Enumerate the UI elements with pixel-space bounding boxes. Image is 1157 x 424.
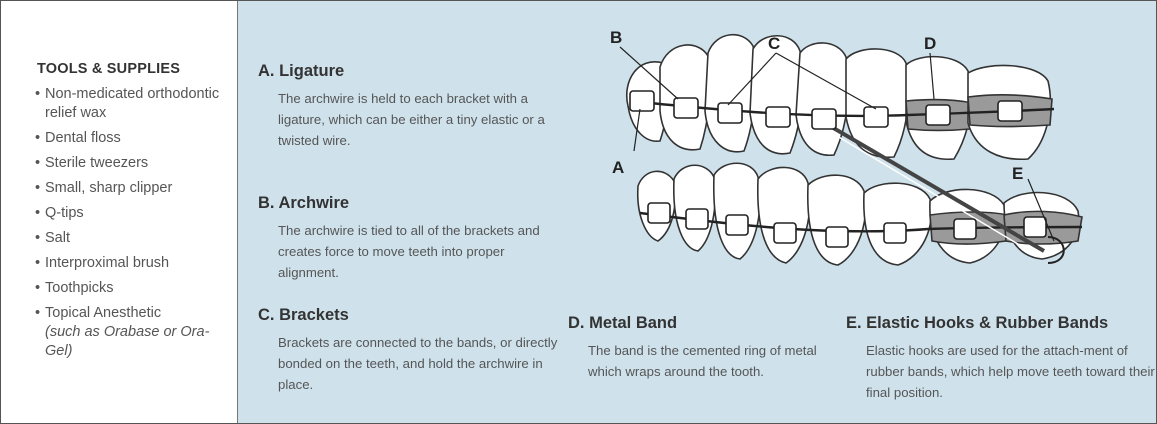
bracket <box>686 209 708 229</box>
callout-e: E <box>1012 164 1023 183</box>
bracket <box>718 103 742 123</box>
section-title: D. Metal Band <box>568 314 828 333</box>
bracket <box>812 109 836 129</box>
bullet-icon: • <box>35 229 40 248</box>
bracket <box>864 107 888 127</box>
section-brackets: C. Brackets Brackets are connected to th… <box>258 306 568 395</box>
section-body: Brackets are connected to the bands, or … <box>258 332 568 395</box>
bracket <box>926 105 950 125</box>
tools-sidebar: TOOLS & SUPPLIES •Non-medicated orthodon… <box>1 1 238 423</box>
tool-item-note: (such as Orabase or Ora-Gel) <box>45 323 225 361</box>
tool-item: •Dental floss <box>35 129 225 148</box>
bracket <box>766 107 790 127</box>
bracket <box>648 203 670 223</box>
section-ligature: A. Ligature The archwire is held to each… <box>258 62 558 151</box>
bracket <box>826 227 848 247</box>
section-archwire: B. Archwire The archwire is tied to all … <box>258 194 558 283</box>
tools-list: •Non-medicated orthodontic relief wax •D… <box>35 85 225 367</box>
upper-tooth <box>705 35 756 152</box>
tool-item: •Q-tips <box>35 204 225 223</box>
bracket <box>630 91 654 111</box>
lower-tooth <box>808 175 866 265</box>
lower-tooth <box>674 165 715 251</box>
section-title: C. Brackets <box>258 306 568 325</box>
tool-item: •Non-medicated orthodontic relief wax <box>35 85 225 123</box>
tools-title: TOOLS & SUPPLIES <box>37 61 180 77</box>
callout-c: C <box>768 34 780 53</box>
tool-item: •Topical Anesthetic(such as Orabase or O… <box>35 304 225 361</box>
braces-illustration: B C D A E <box>608 1 1156 301</box>
lower-tooth <box>714 163 760 259</box>
bullet-icon: • <box>35 279 40 298</box>
bracket <box>954 219 976 239</box>
bullet-icon: • <box>35 254 40 273</box>
bullet-icon: • <box>35 204 40 223</box>
bullet-icon: • <box>35 304 40 323</box>
tool-item: •Sterile tweezers <box>35 154 225 173</box>
section-body: Elastic hooks are used for the attach-me… <box>846 340 1156 403</box>
bullet-icon: • <box>35 85 40 104</box>
tool-item: •Toothpicks <box>35 279 225 298</box>
bracket <box>674 98 698 118</box>
section-elastic-hooks: E. Elastic Hooks & Rubber Bands Elastic … <box>846 314 1156 403</box>
section-title: E. Elastic Hooks & Rubber Bands <box>846 314 1156 333</box>
bracket <box>998 101 1022 121</box>
bullet-icon: • <box>35 129 40 148</box>
callout-a: A <box>612 158 624 177</box>
callout-d: D <box>924 34 936 53</box>
section-metal-band: D. Metal Band The band is the cemented r… <box>568 314 828 382</box>
bracket <box>774 223 796 243</box>
section-body: The band is the cemented ring of metal w… <box>568 340 828 382</box>
section-body: The archwire is tied to all of the brack… <box>258 220 558 283</box>
bullet-icon: • <box>35 179 40 198</box>
lower-tooth <box>758 167 810 263</box>
callout-b: B <box>610 28 622 47</box>
bracket <box>1024 217 1046 237</box>
section-title: A. Ligature <box>258 62 558 81</box>
section-title: B. Archwire <box>258 194 558 213</box>
bracket <box>726 215 748 235</box>
bracket <box>884 223 906 243</box>
section-body: The archwire is held to each bracket wit… <box>258 88 558 151</box>
tool-item: •Interproximal brush <box>35 254 225 273</box>
tool-item: •Salt <box>35 229 225 248</box>
braces-panel: A. Ligature The archwire is held to each… <box>238 1 1156 423</box>
bullet-icon: • <box>35 154 40 173</box>
tool-item: •Small, sharp clipper <box>35 179 225 198</box>
